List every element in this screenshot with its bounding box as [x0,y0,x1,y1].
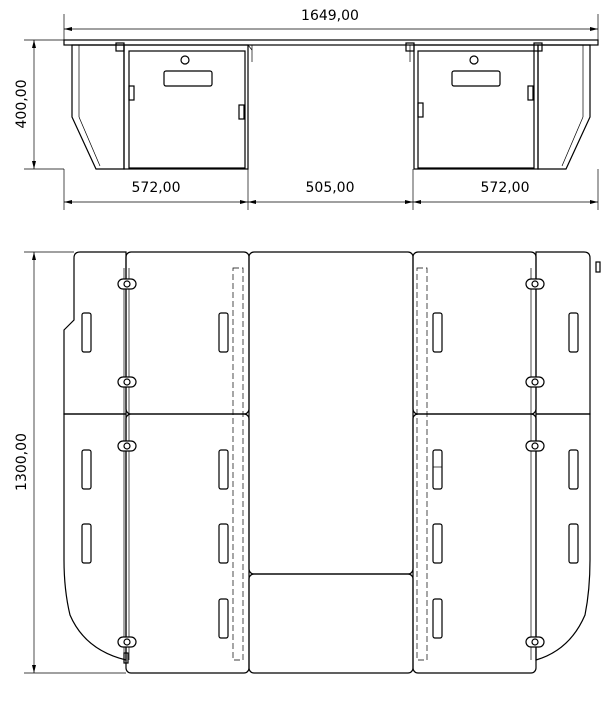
dim-depth: 1300,00 [14,251,126,674]
left-side-panel [71,44,125,170]
right-main-top-panel [412,251,537,415]
left-main-top-panel [125,251,250,415]
right-lock-icon [469,55,479,65]
dim-left-width-label: 572,00 [132,180,181,196]
dim-bottom-row: 572,00 505,00 572,00 [63,169,599,210]
hinge-right-2 [525,376,545,388]
hinge-left-2 [117,376,137,388]
hinge-right-1 [525,278,545,290]
hinge-right-4 [525,636,545,648]
hinge-right-3 [525,440,545,452]
left-main-bottom-panel [125,413,250,674]
right-outer-bottom-panel [535,413,591,661]
left-drawer-front [128,50,246,169]
left-drawer-box [123,44,249,170]
dim-overall-width: 1649,00 [63,8,599,40]
front-view: 1649,00 400,00 [14,8,599,210]
right-drawer-front [417,50,535,169]
dim-height-label: 400,00 [14,80,30,129]
middle-bottom-panel [248,573,414,674]
hinge-left-4 [117,636,137,648]
left-lock-icon [180,55,190,65]
dim-middle-width-label: 505,00 [306,180,355,196]
hinge-left-3 [117,440,137,452]
dim-depth-label: 1300,00 [14,433,30,491]
right-main-bottom-panel [412,413,537,674]
dim-height: 400,00 [14,39,64,170]
right-side-panel [537,44,591,170]
dim-right-width-label: 572,00 [481,180,530,196]
right-outer-top-panel [535,251,591,415]
top-view: 1300,00 [14,251,601,674]
dim-overall-width-label: 1649,00 [301,8,359,24]
left-outer-top-panel [63,251,127,415]
left-handle [163,70,213,87]
right-handle [451,70,501,87]
middle-top-panel [248,251,414,575]
hinge-left-1 [117,278,137,290]
left-outer-bottom-panel [63,413,127,661]
top-plate [63,39,599,46]
